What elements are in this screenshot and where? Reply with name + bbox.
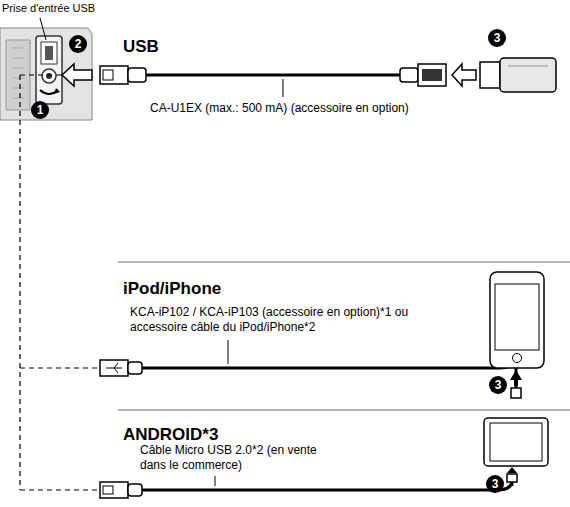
head-unit xyxy=(0,28,92,120)
section-heading: iPod/iPhone xyxy=(123,278,221,299)
callout-number: 1 xyxy=(31,101,49,119)
insert-arrow xyxy=(62,64,92,86)
leader-line xyxy=(40,18,46,40)
section-separator xyxy=(118,262,570,410)
part-label: Prise d'entrée USB xyxy=(2,2,95,16)
cable-label: CA-U1EX (max.: 500 mA) (accessoire en op… xyxy=(150,101,450,116)
usb-stick xyxy=(480,58,556,92)
insert-arrow xyxy=(452,64,476,86)
iphone xyxy=(490,272,544,398)
usb-extension-cable xyxy=(100,64,446,97)
callout-number: 3 xyxy=(489,376,507,394)
section-heading: USB xyxy=(123,36,159,57)
dashed-connection xyxy=(20,75,100,490)
section-heading: ANDROID*3 xyxy=(123,424,218,445)
callout-number: 2 xyxy=(69,35,87,53)
callout-number: 3 xyxy=(488,29,506,47)
callout-number: 3 xyxy=(486,475,504,493)
ipod-cable xyxy=(100,340,516,396)
android-tablet xyxy=(484,418,548,482)
micro-usb-cable xyxy=(100,476,512,498)
callout-disc xyxy=(31,29,507,493)
cable-label: KCA-iP102 / KCA-iP103 (accessoire en opt… xyxy=(130,305,452,335)
cable-label: Câble Micro USB 2.0*2 (en vente dans le … xyxy=(140,443,330,473)
